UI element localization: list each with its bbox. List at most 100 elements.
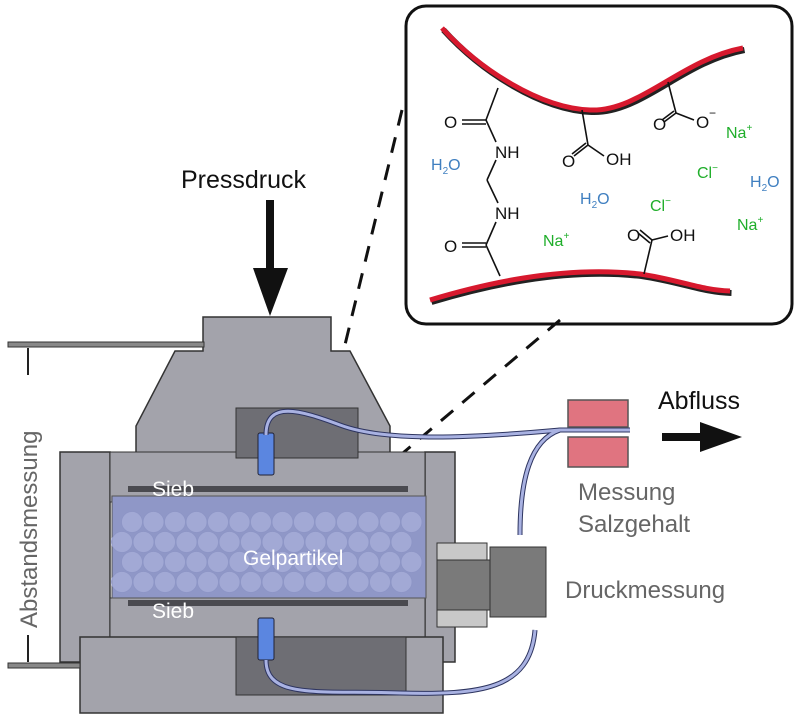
gel-particle: [293, 551, 315, 573]
gel-particle: [240, 531, 262, 553]
gel-particle: [154, 571, 176, 593]
na-ion-1: Na+: [726, 123, 752, 142]
cooh-oh: OH: [606, 150, 632, 169]
ions: Na+ Cl− Cl− Na+ Na+: [543, 123, 763, 250]
gel-particle: [240, 571, 262, 593]
water-2: H2O: [580, 191, 610, 211]
gel-particle: [336, 511, 358, 533]
gel-particle: [228, 511, 251, 533]
gel-particle: [121, 511, 143, 533]
druckmessung-label: Druckmessung: [565, 577, 725, 604]
gel-particle: [164, 511, 186, 533]
water-3: H2O: [750, 174, 780, 194]
polymer-chain-bottom: [429, 269, 731, 303]
gel-particle: [400, 511, 423, 533]
gel-particle: [304, 571, 327, 593]
gel-particle: [175, 531, 198, 553]
gel-particle: [197, 531, 219, 553]
water-1: H2O: [431, 157, 461, 177]
gel-particle: [304, 531, 327, 553]
gel-particle: [164, 551, 186, 573]
gel-particle: [271, 511, 294, 533]
nh-top: NH: [495, 143, 520, 162]
gel-particle: [142, 511, 165, 533]
gel-particle: [326, 571, 348, 593]
gel-particle: [369, 571, 391, 593]
gel-particle: [175, 571, 198, 593]
salt-sensor: [567, 399, 629, 468]
gel-particle: [271, 551, 294, 573]
gel-particle: [357, 511, 380, 533]
tubes: [264, 409, 630, 695]
gel-particle: [132, 571, 155, 593]
upper-insert: [235, 407, 359, 459]
gel-particle: [250, 551, 272, 573]
gel-particle: [283, 531, 305, 553]
coo-o-minus: O: [696, 113, 709, 132]
gel-particle: [132, 531, 155, 553]
gelpartikel-label: Gelpartikel: [243, 547, 343, 570]
lower-fitting: [257, 617, 275, 661]
gel-particle: [347, 571, 370, 593]
gel-particle: [185, 551, 208, 573]
carbonyl-o-top: O: [444, 113, 457, 132]
inset-frame: [404, 4, 794, 326]
water-molecules: H2O H2O H2O: [431, 157, 780, 211]
gel-particle: [326, 531, 348, 553]
gel-particle: [283, 571, 305, 593]
abfluss-label: Abfluss: [658, 387, 740, 415]
cooh2-oh: OH: [670, 226, 696, 245]
na-ion-2: Na+: [737, 215, 763, 234]
gel-particle: [261, 571, 284, 593]
gel-particle: [111, 571, 133, 593]
gel-particle: [111, 531, 133, 553]
polymer-chain-top: [440, 26, 744, 113]
gel-particle: [218, 531, 241, 553]
gel-particle: [154, 531, 176, 553]
gel-particle: [218, 571, 241, 593]
gel-particle: [121, 551, 143, 573]
pressdruck-label: Pressdruck: [181, 166, 307, 194]
gel-particle: [197, 571, 219, 593]
gel-particle: [347, 531, 370, 553]
cooh2-o: O: [627, 226, 640, 245]
gel-particle: [357, 551, 380, 573]
salzgehalt-label: Salzgehalt: [578, 511, 690, 538]
outflow-arrow-icon: [662, 422, 742, 452]
cooh-o: O: [562, 152, 575, 171]
upper-fitting: [257, 432, 275, 476]
coo-minus-sign: −: [709, 106, 716, 120]
gel-chamber: [111, 495, 427, 599]
gel-particle: [142, 551, 165, 573]
gel-particle: [314, 551, 337, 573]
sieb-bottom-label: Sieb: [152, 600, 194, 623]
carbonyl-o-bottom: O: [444, 237, 457, 256]
molecular-inset: O NH NH O O OH O O − O OH H2O H2O H2O Na…: [404, 4, 794, 326]
gel-particle: [250, 511, 272, 533]
gel-particle: [261, 531, 284, 553]
gel-particle: [379, 551, 401, 573]
gel-particle: [293, 511, 315, 533]
coo-o: O: [653, 115, 666, 134]
na-ion-3: Na+: [543, 231, 569, 250]
chemical-groups: O NH NH O O OH O O − O OH: [444, 106, 716, 256]
gel-particle: [390, 571, 413, 593]
gel-particles: [111, 511, 423, 593]
abstandsmessung-label: Abstandsmessung: [16, 431, 43, 628]
gel-particle: [336, 551, 358, 573]
sieve-plate-top: [128, 486, 408, 492]
cl-ion-1: Cl−: [697, 163, 718, 182]
gel-particle: [379, 511, 401, 533]
pressure-sensor: [436, 542, 547, 628]
crosslinker-bonds: [462, 81, 695, 277]
gel-particle: [400, 551, 423, 573]
pressure-arrow-icon: [253, 200, 288, 316]
gel-particle: [207, 551, 229, 573]
gel-particle: [207, 511, 229, 533]
cl-ion-2: Cl−: [650, 196, 671, 215]
nh-bottom: NH: [495, 204, 520, 223]
gel-particle: [390, 531, 413, 553]
gel-particle: [369, 531, 391, 553]
distance-gauge: [7, 341, 205, 669]
